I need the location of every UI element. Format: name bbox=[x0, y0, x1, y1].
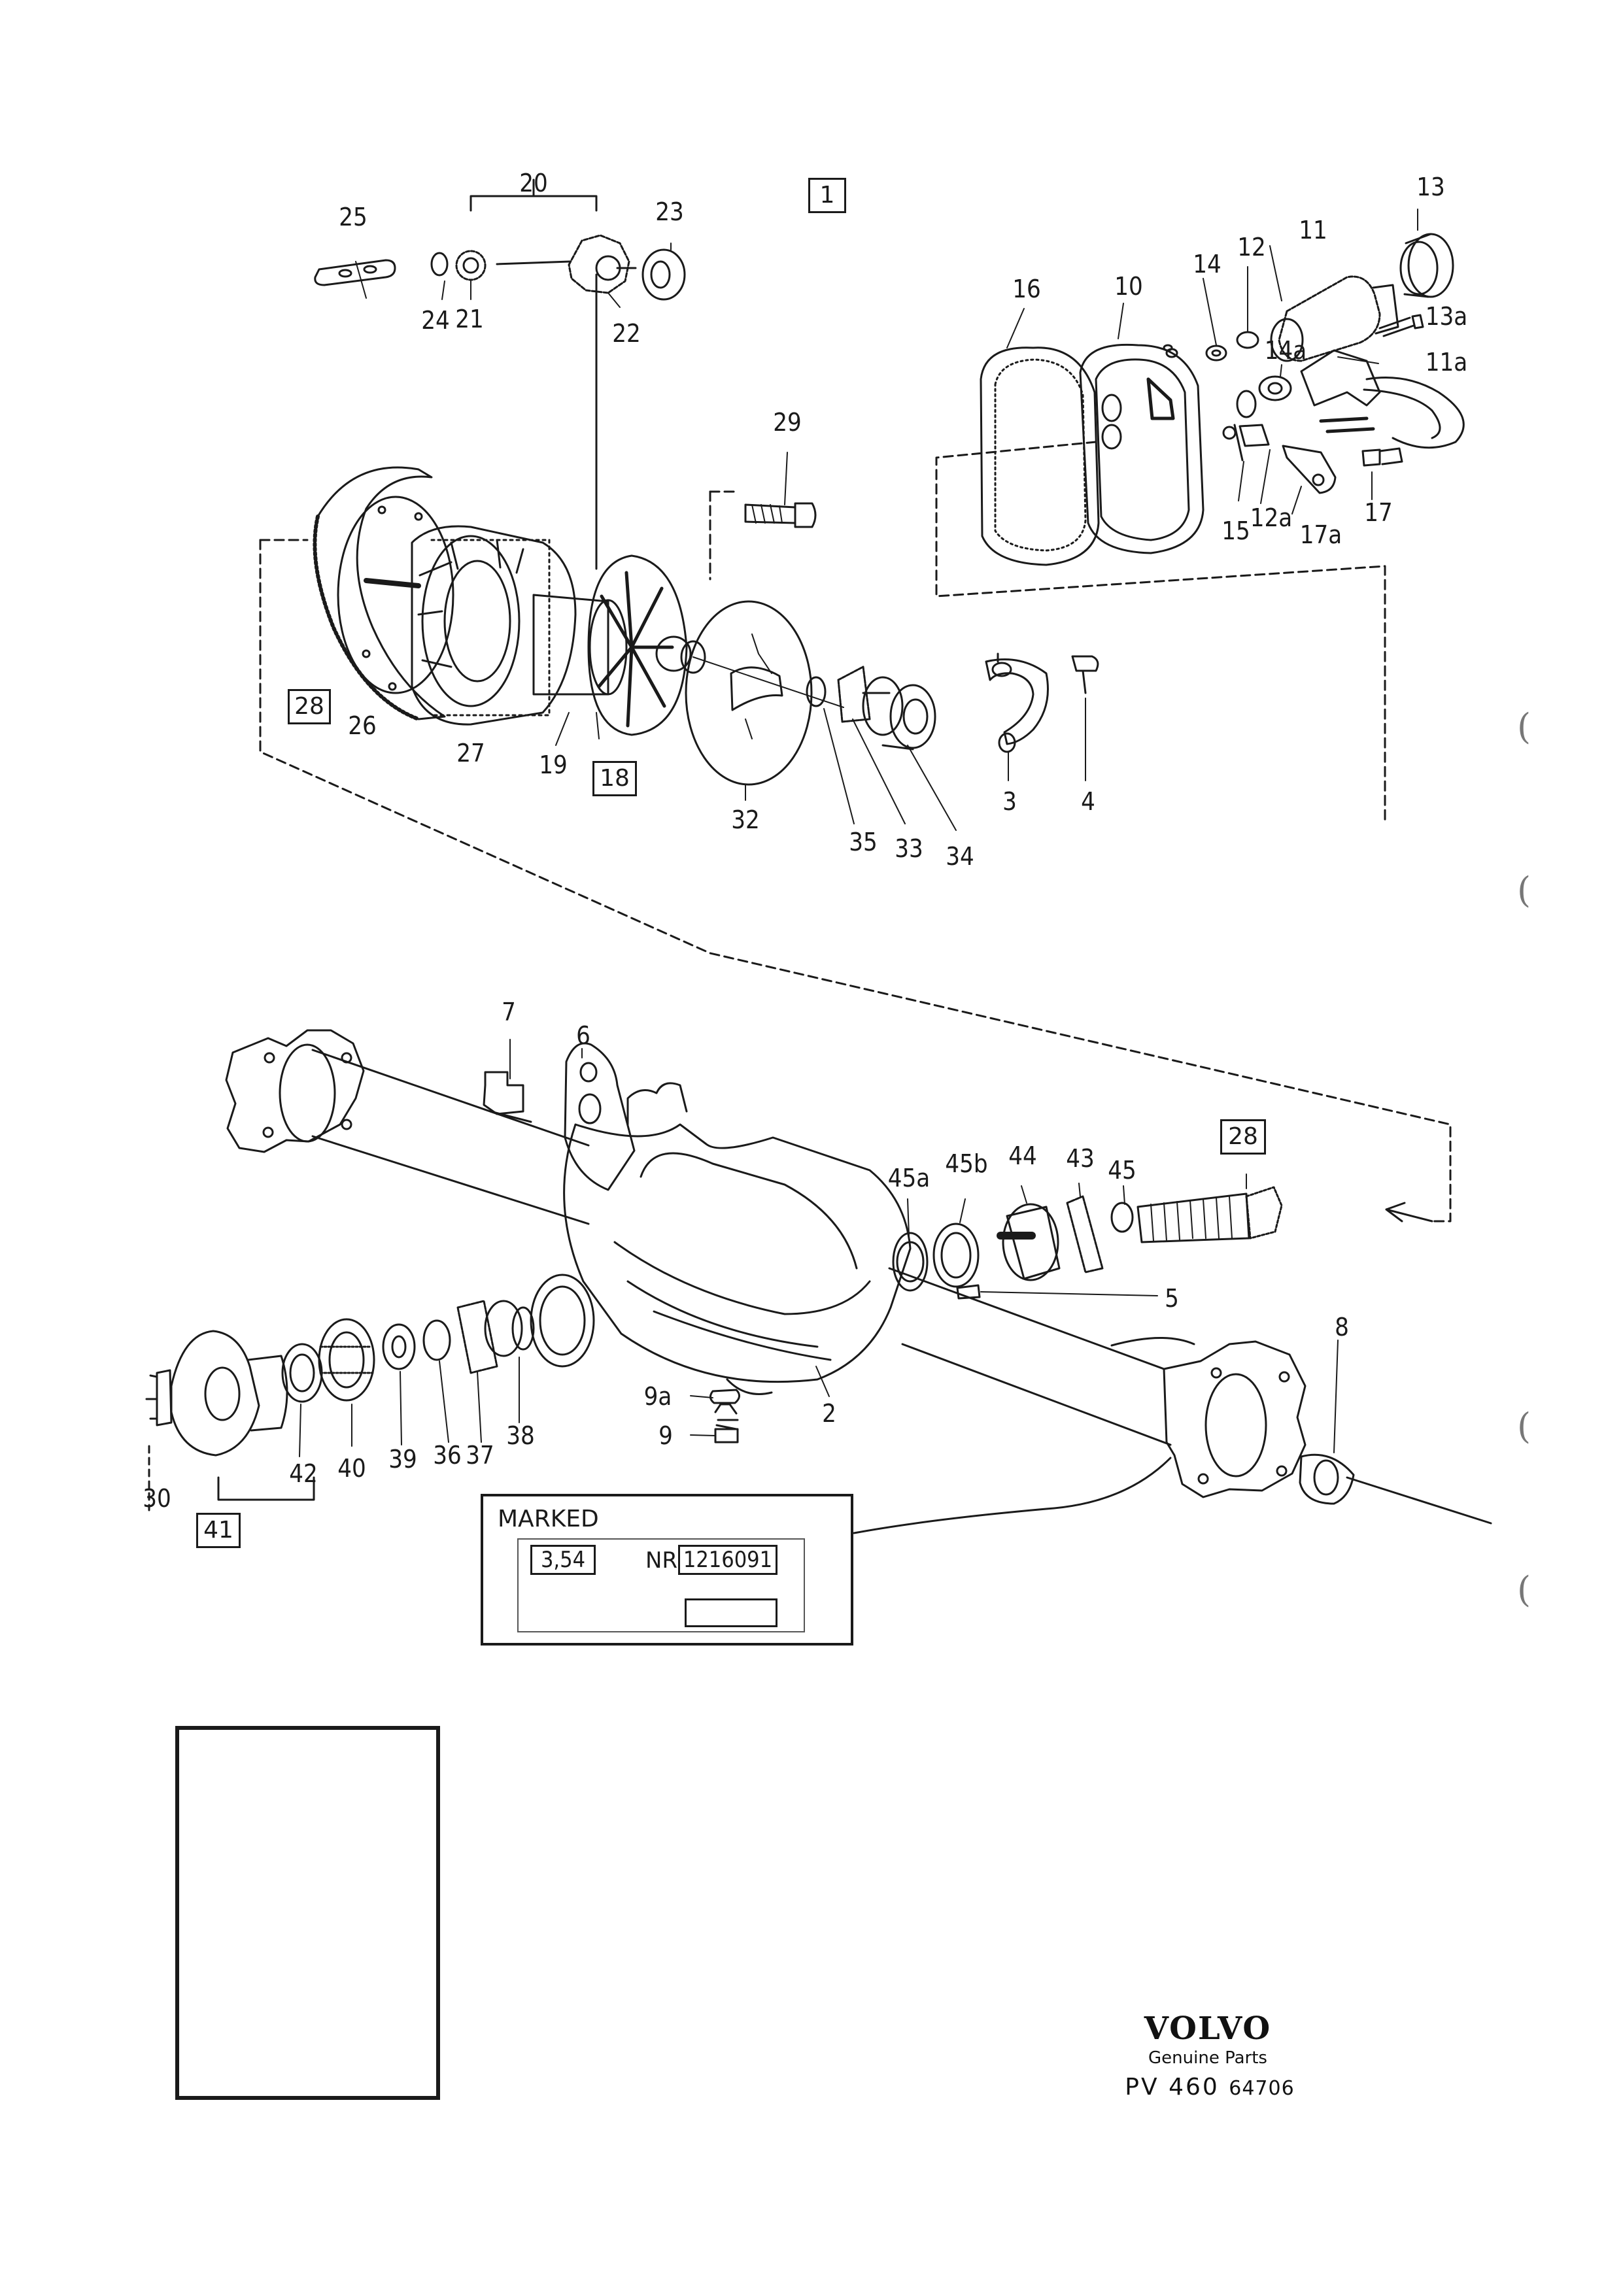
callout-25: 25 bbox=[339, 203, 367, 231]
callout-26: 26 bbox=[348, 711, 377, 740]
marked-ratio: 3,54 bbox=[530, 1545, 596, 1575]
callout-40: 40 bbox=[337, 1454, 366, 1483]
callout-12: 12 bbox=[1237, 233, 1266, 262]
axle-housing bbox=[225, 1029, 1307, 1498]
callout-29: 29 bbox=[773, 408, 802, 437]
marked-title: MARKED bbox=[498, 1506, 599, 1532]
punch-hole-mark: ( bbox=[1517, 869, 1531, 911]
callout-19: 19 bbox=[539, 751, 568, 779]
group-box-1: 1 bbox=[808, 178, 846, 213]
callout-15: 15 bbox=[1222, 516, 1250, 545]
callout-11: 11 bbox=[1299, 216, 1327, 245]
callout-36: 36 bbox=[433, 1441, 462, 1470]
callout-30: 30 bbox=[143, 1484, 171, 1513]
marked-inner-frame: 3,54 NR 1216091 bbox=[517, 1538, 805, 1632]
callout-10: 10 bbox=[1114, 272, 1143, 301]
callout-17: 17 bbox=[1364, 498, 1393, 527]
group-box-28-shaft: 28 bbox=[1220, 1119, 1266, 1155]
marked-blank-field bbox=[685, 1598, 777, 1627]
differential-assembly bbox=[313, 178, 936, 786]
punch-hole-mark: ( bbox=[1517, 706, 1531, 747]
callout-42: 42 bbox=[289, 1459, 318, 1488]
callout-39: 39 bbox=[388, 1445, 417, 1474]
part-code: PV 460 bbox=[1125, 2074, 1220, 2101]
callout-13a: 13a bbox=[1425, 302, 1468, 331]
punch-hole-mark: ( bbox=[1517, 1406, 1531, 1447]
marked-nr-value: 1216091 bbox=[678, 1545, 777, 1575]
callout-16: 16 bbox=[1012, 275, 1041, 303]
callout-38: 38 bbox=[506, 1421, 535, 1450]
callout-45: 45 bbox=[1108, 1156, 1136, 1185]
callout-43: 43 bbox=[1066, 1144, 1095, 1173]
callout-leaders bbox=[299, 209, 1418, 1457]
part-number-value: 64706 bbox=[1229, 2077, 1295, 2100]
callout-9a: 9a bbox=[643, 1382, 672, 1411]
brand-tagline: Genuine Parts bbox=[1148, 2048, 1267, 2068]
left-shaft-parts bbox=[145, 1300, 535, 1511]
callout-17a: 17a bbox=[1299, 520, 1342, 549]
callout-11a: 11a bbox=[1425, 348, 1468, 377]
group-box-28: 28 bbox=[288, 689, 331, 724]
brand-logo: VOLVO bbox=[1144, 2010, 1272, 2047]
callout-21: 21 bbox=[455, 305, 484, 333]
part-number: PV 460 64706 bbox=[1112, 2074, 1308, 2101]
bearing-cap bbox=[985, 652, 1099, 753]
callout-7: 7 bbox=[502, 998, 516, 1026]
callout-14: 14 bbox=[1193, 250, 1222, 279]
callout-45b: 45b bbox=[945, 1149, 988, 1178]
callout-14a: 14a bbox=[1264, 336, 1307, 365]
callout-33: 33 bbox=[895, 834, 923, 863]
callout-35: 35 bbox=[849, 828, 878, 856]
callout-4: 4 bbox=[1081, 787, 1095, 816]
group-box-41: 41 bbox=[196, 1513, 241, 1548]
callout-8: 8 bbox=[1335, 1313, 1349, 1342]
callout-27: 27 bbox=[456, 739, 485, 768]
callout-3: 3 bbox=[1002, 787, 1017, 816]
callout-37: 37 bbox=[466, 1441, 494, 1470]
callout-20: 20 bbox=[519, 169, 548, 197]
callout-9: 9 bbox=[658, 1421, 673, 1450]
marked-nr-label: NR bbox=[645, 1547, 678, 1574]
callout-12a: 12a bbox=[1250, 503, 1293, 532]
callout-34: 34 bbox=[946, 842, 974, 871]
callout-22: 22 bbox=[612, 319, 641, 348]
callout-13: 13 bbox=[1416, 173, 1445, 201]
callout-45a: 45a bbox=[887, 1164, 931, 1192]
callout-2: 2 bbox=[822, 1399, 836, 1428]
callout-5: 5 bbox=[1165, 1284, 1179, 1313]
group-box-18: 18 bbox=[592, 761, 637, 796]
punch-hole-mark: ( bbox=[1517, 1569, 1531, 1610]
pinion-parts bbox=[896, 1186, 1433, 1288]
callout-6: 6 bbox=[576, 1021, 590, 1050]
callout-44: 44 bbox=[1008, 1141, 1037, 1170]
callout-24: 24 bbox=[421, 306, 450, 335]
callout-32: 32 bbox=[731, 805, 760, 834]
callout-23: 23 bbox=[655, 197, 684, 226]
cover-and-speedometer bbox=[935, 233, 1465, 825]
marked-label-box: MARKED 3,54 NR 1216091 bbox=[481, 1494, 853, 1646]
oil-bottle-frame bbox=[175, 1726, 440, 2100]
